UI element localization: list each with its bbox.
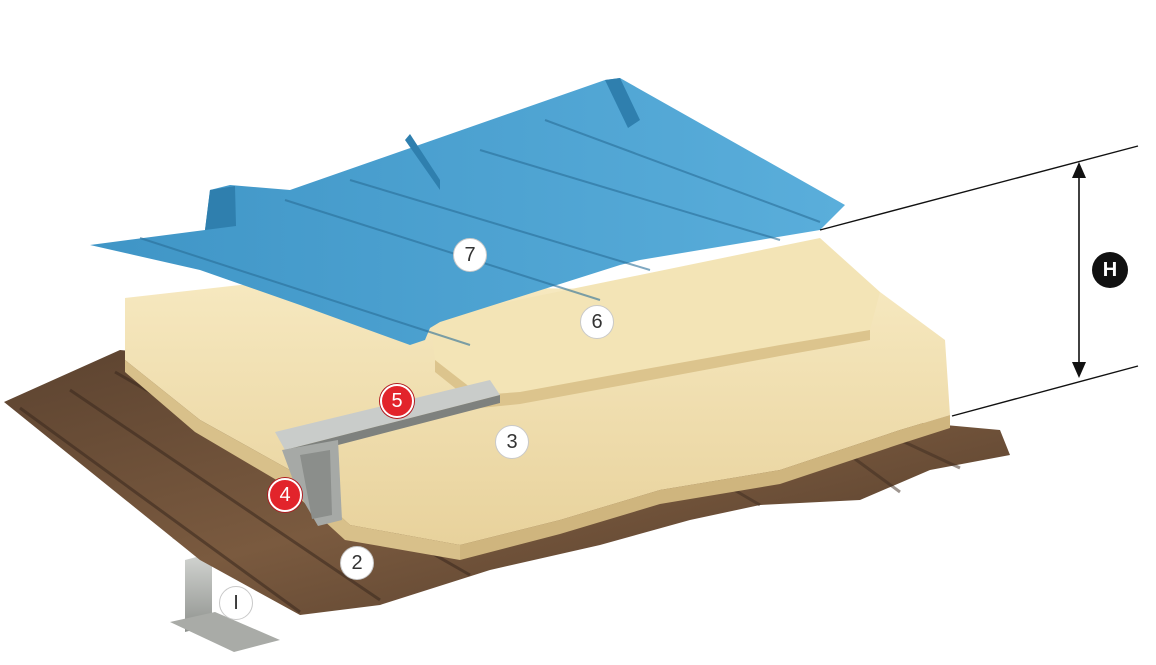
support-bracket <box>282 440 342 526</box>
height-dimension <box>819 145 1139 417</box>
callout-4: 4 <box>268 478 302 512</box>
callout-7: 7 <box>453 238 487 272</box>
callout-6: 6 <box>580 305 614 339</box>
insulation-upper-layer <box>430 238 880 408</box>
profiled-metal-sheet <box>90 78 845 346</box>
callout-3: 3 <box>495 425 529 459</box>
callout-5: 5 <box>380 384 414 418</box>
callout-height: H <box>1092 252 1128 288</box>
callout-2: 2 <box>340 546 374 580</box>
callout-1: I <box>219 586 253 620</box>
